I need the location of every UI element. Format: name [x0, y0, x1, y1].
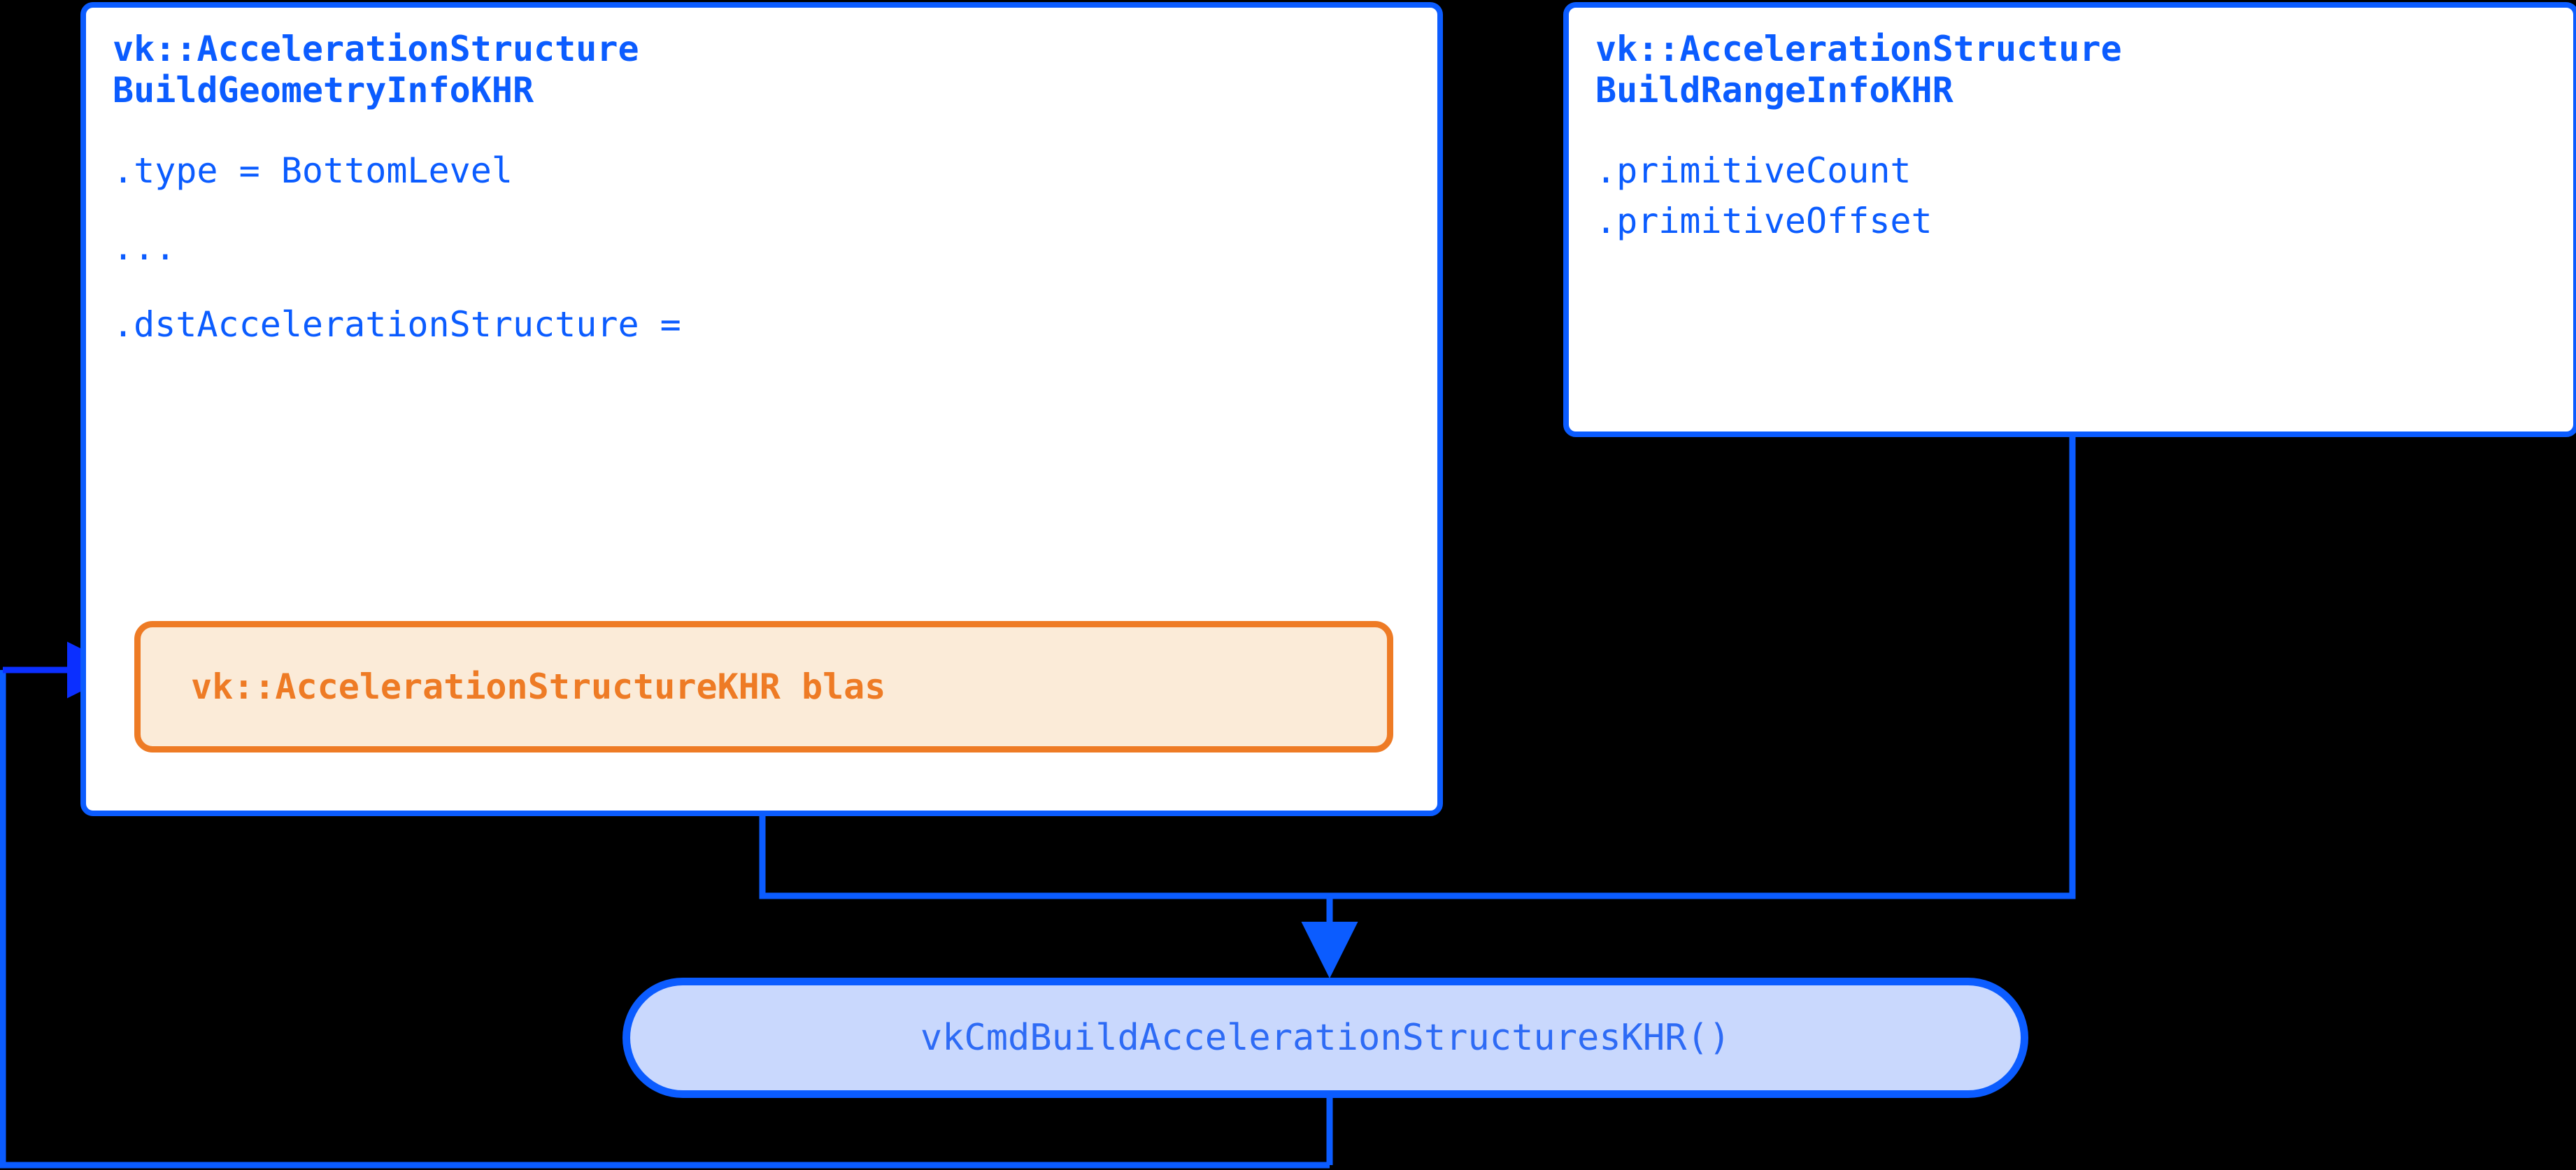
build-range-info-body: vk::AccelerationStructure BuildRangeInfo… — [1569, 8, 2573, 431]
blas-handle-pill[interactable]: vk::AccelerationStructureKHR blas — [134, 621, 1393, 752]
build-geometry-info-body: vk::AccelerationStructure BuildGeometryI… — [86, 8, 1437, 811]
field-ellipsis: ... — [113, 227, 176, 268]
vk-cmd-build-acceleration-structures-pill[interactable]: vkCmdBuildAccelerationStructuresKHR() — [622, 978, 2028, 1098]
build-range-info-card: vk::AccelerationStructure BuildRangeInfo… — [1563, 2, 2576, 437]
spacer — [1595, 111, 2547, 153]
vk-cmd-build-acceleration-structures-label: vkCmdBuildAccelerationStructuresKHR() — [920, 1017, 1731, 1059]
field-dst-acceleration-structure: .dstAccelerationStructure = — [113, 304, 681, 345]
spacer — [113, 188, 1411, 230]
field-type: .type = BottomLevel — [113, 150, 513, 191]
build-range-info-title-line2: BuildRangeInfoKHR — [1595, 70, 1954, 110]
spacer — [113, 265, 1411, 307]
build-geometry-info-title-line2: BuildGeometryInfoKHR — [113, 70, 534, 110]
build-range-info-title-line1: vk::AccelerationStructure — [1595, 29, 2122, 69]
wire-geometry-to-command — [759, 815, 1358, 978]
field-primitive-count: .primitiveCount — [1595, 150, 1912, 191]
field-primitive-offset: .primitiveOffset — [1595, 201, 1933, 241]
build-geometry-info-title-line1: vk::AccelerationStructure — [113, 29, 639, 69]
spacer — [113, 111, 1411, 153]
blas-handle-label: vk::AccelerationStructureKHR blas — [191, 666, 886, 707]
